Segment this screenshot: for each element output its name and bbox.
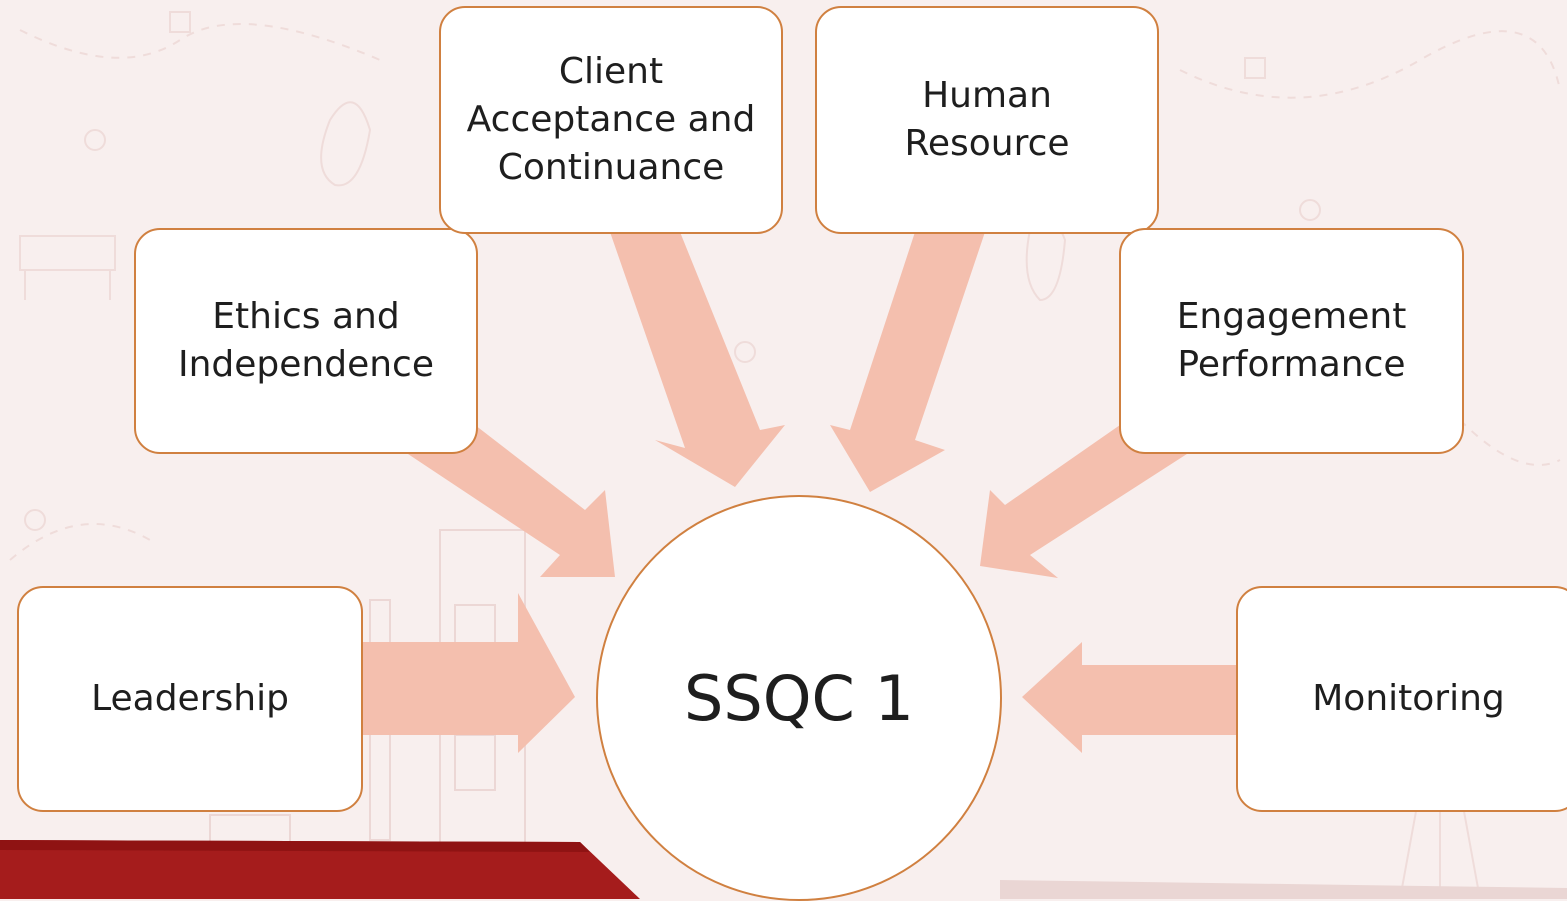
- arrow-from-client: [610, 232, 785, 487]
- arrow-from-leadership: [363, 593, 575, 753]
- center-circle: SSQC 1: [596, 495, 1002, 901]
- arrow-from-hr: [830, 232, 985, 492]
- human-resource-box: Human Resource: [815, 6, 1159, 234]
- monitoring-box: Monitoring: [1236, 586, 1567, 812]
- engagement-performance-box: Engagement Performance: [1119, 228, 1464, 454]
- arrow-from-engagement: [980, 425, 1190, 578]
- ethics-independence-label: Ethics and Independence: [177, 296, 434, 385]
- human-resource-label: Human Resource: [904, 75, 1070, 164]
- client-acceptance-label: Client Acceptance and Continuance: [466, 51, 756, 188]
- client-acceptance-box: Client Acceptance and Continuance: [439, 6, 783, 234]
- leadership-box: Leadership: [17, 586, 363, 812]
- arrow-from-monitoring: [1022, 642, 1238, 753]
- monitoring-label: Monitoring: [1312, 678, 1505, 719]
- leadership-label: Leadership: [91, 678, 289, 719]
- center-label: SSQC 1: [684, 661, 914, 735]
- arrow-from-ethics: [405, 425, 615, 577]
- engagement-performance-label: Engagement Performance: [1176, 296, 1407, 385]
- ethics-independence-box: Ethics and Independence: [134, 228, 478, 454]
